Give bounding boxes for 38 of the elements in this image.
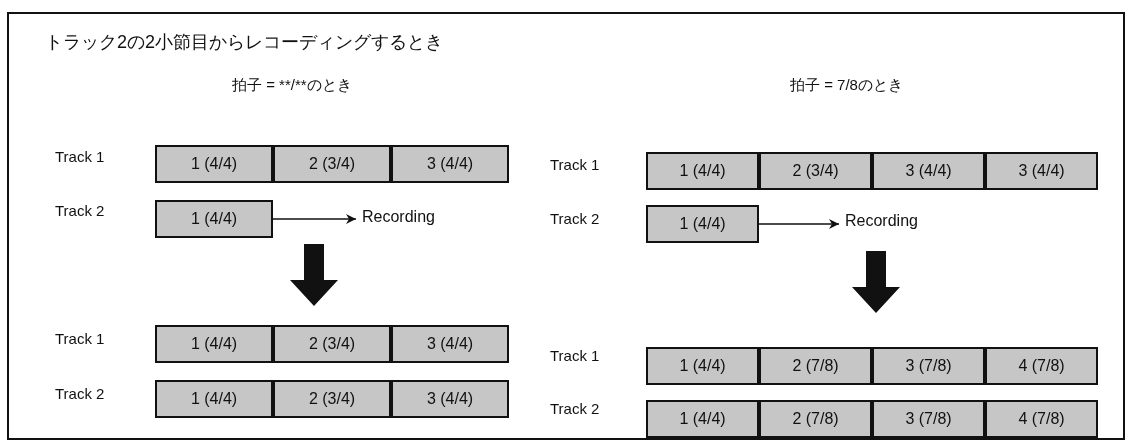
track-label: Track 1 — [550, 156, 600, 173]
track-label: Track 1 — [55, 330, 105, 347]
measure-box: 3 (4/4) — [391, 380, 509, 418]
measure-box: 2 (7/8) — [759, 347, 872, 385]
diagram-title: トラック2の2小節目からレコーディングするとき — [45, 31, 444, 54]
track-label: Track 2 — [55, 385, 105, 402]
measure-box: 3 (4/4) — [872, 152, 985, 190]
measure-box: 1 (4/4) — [155, 380, 273, 418]
measure-box: 4 (7/8) — [985, 347, 1098, 385]
measure-box: 1 (4/4) — [155, 325, 273, 363]
track-label: Track 2 — [550, 400, 600, 417]
measure-box: 2 (3/4) — [759, 152, 872, 190]
measure-box: 2 (3/4) — [273, 380, 391, 418]
track-label: Track 1 — [55, 148, 105, 165]
measure-box: 3 (4/4) — [391, 145, 509, 183]
measure-box: 3 (7/8) — [872, 347, 985, 385]
track-label: Track 2 — [550, 210, 600, 227]
section-heading: 拍子 = **/**のとき — [232, 76, 352, 95]
track-label: Track 2 — [55, 202, 105, 219]
arrow — [758, 219, 840, 229]
measure-box: 1 (4/4) — [646, 400, 759, 438]
arrow — [272, 214, 357, 224]
measure-box: 3 (4/4) — [985, 152, 1098, 190]
measure-box: 2 (3/4) — [273, 145, 391, 183]
measure-box: 4 (7/8) — [985, 400, 1098, 438]
measure-box: 1 (4/4) — [155, 200, 273, 238]
track-label: Track 1 — [550, 347, 600, 364]
recording-label: Recording — [362, 208, 435, 226]
measure-box: 3 (7/8) — [872, 400, 985, 438]
measure-box: 2 (3/4) — [273, 325, 391, 363]
section-heading: 拍子 = 7/8のとき — [790, 76, 903, 95]
recording-label: Recording — [845, 212, 918, 230]
measure-box: 1 (4/4) — [155, 145, 273, 183]
measure-box: 2 (7/8) — [759, 400, 872, 438]
measure-box: 1 (4/4) — [646, 347, 759, 385]
measure-box: 3 (4/4) — [391, 325, 509, 363]
measure-box: 1 (4/4) — [646, 152, 759, 190]
measure-box: 1 (4/4) — [646, 205, 759, 243]
